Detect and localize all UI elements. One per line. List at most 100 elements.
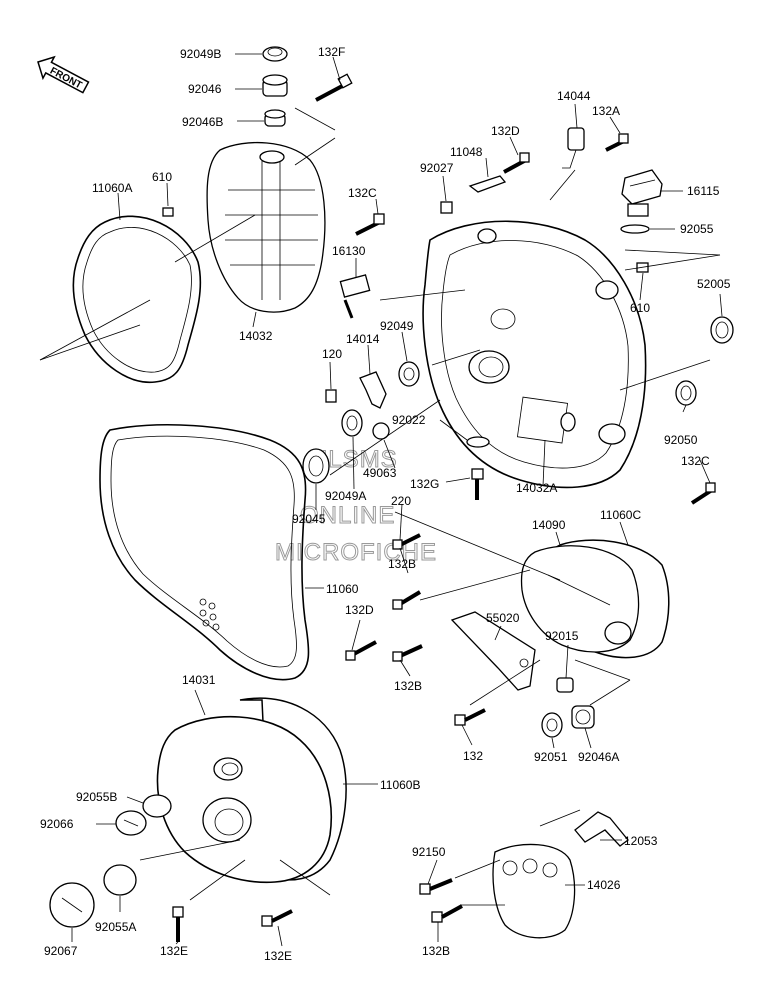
label-92055B: 92055B: [76, 790, 117, 804]
label-132E-right: 132E: [264, 949, 292, 963]
label-132C-right: 132C: [681, 454, 710, 468]
plug-92066: [115, 810, 147, 836]
gasket-11060A: [72, 215, 202, 384]
bearing-92046A: [571, 705, 595, 729]
label-132B-mid: 132B: [388, 557, 416, 571]
watermark-line-2: ONLINE: [300, 502, 395, 529]
label-132B-bottom: 132B: [422, 944, 450, 958]
label-52005: 52005: [697, 277, 731, 291]
front-arrow-icon: FRONT: [37, 55, 90, 94]
label-11060B: 11060B: [380, 778, 420, 792]
oil-seal-52005: [710, 316, 734, 344]
label-16115: 16115: [687, 184, 720, 198]
label-11060: 11060: [326, 582, 359, 596]
label-92027: 92027: [420, 161, 454, 175]
gasket-11060-holes: [199, 598, 220, 631]
clutch-cover-14032A: [422, 220, 647, 489]
label-92046B: 92046B: [182, 115, 223, 129]
label-92066: 92066: [40, 817, 74, 831]
washer-92022: [466, 436, 490, 448]
bolt-132: [454, 708, 486, 726]
label-49063: 49063: [363, 466, 397, 480]
label-92046A: 92046A: [578, 750, 619, 764]
seal-49063: [372, 422, 390, 440]
gasket-11060B: [239, 697, 347, 881]
o-ring-92055B: [142, 794, 172, 818]
bolt-220: [392, 533, 421, 550]
label-14032: 14032: [239, 329, 273, 343]
plug-16130: [339, 274, 371, 319]
label-92055: 92055: [680, 222, 714, 236]
label-12053: 12053: [624, 834, 658, 848]
label-610-right: 610: [630, 301, 650, 315]
label-14014: 14014: [346, 332, 380, 346]
label-92049: 92049: [380, 319, 414, 333]
bolt-120: [325, 389, 337, 403]
bolt-132E-left: [172, 906, 184, 942]
label-132D-top: 132D: [491, 124, 520, 138]
generator-cover-14031: [156, 715, 333, 884]
label-92015: 92015: [545, 629, 579, 643]
label-132B-lower: 132B: [394, 679, 422, 693]
label-92045: 92045: [292, 512, 326, 526]
lever-14014: [359, 371, 387, 409]
bolt-132A: [605, 133, 629, 152]
bearing-92045: [302, 448, 330, 484]
bearing-92046B: [264, 109, 286, 127]
label-14090: 14090: [532, 518, 566, 532]
bolt-132B-mid: [392, 590, 422, 610]
label-14032A: 14032A: [516, 481, 557, 495]
clip-11048: [468, 175, 507, 193]
label-92049B: 92049B: [180, 47, 221, 61]
o-ring-92055: [620, 224, 650, 234]
bolt-132F: [315, 73, 353, 102]
bracket-55020: [450, 611, 536, 691]
gasket-11060: [99, 424, 310, 681]
label-92067: 92067: [44, 944, 78, 958]
bolt-132B-bottom: [431, 904, 463, 923]
label-16130: 16130: [332, 244, 366, 258]
bearing-92049: [398, 361, 420, 387]
bolt-92150: [419, 878, 453, 895]
bolt-132B-lower: [392, 644, 423, 662]
label-11060C: 11060C: [600, 508, 641, 522]
cover-14090: [520, 545, 640, 653]
label-132G: 132G: [410, 477, 439, 491]
label-92046: 92046: [188, 82, 222, 96]
label-132F: 132F: [318, 45, 345, 59]
label-92050: 92050: [664, 433, 698, 447]
label-132C-top: 132C: [348, 186, 377, 200]
collar-92027: [440, 201, 453, 214]
lever-12053: [574, 811, 629, 847]
label-132D-mid: 132D: [345, 603, 374, 617]
label-92022: 92022: [392, 413, 426, 427]
label-132E-left: 132E: [160, 944, 188, 958]
label-14026: 14026: [587, 878, 621, 892]
label-132A: 132A: [592, 104, 620, 118]
bolt-132C-right: [690, 482, 716, 505]
label-92051: 92051: [534, 750, 568, 764]
seal-92051: [541, 712, 563, 738]
dowel-pin-610-left: [162, 207, 174, 217]
label-92150: 92150: [412, 845, 446, 859]
bearing-92046: [262, 74, 288, 97]
bolt-132C-top: [355, 213, 385, 236]
label-220: 220: [391, 494, 411, 508]
label-14031: 14031: [182, 673, 216, 687]
collar-92015: [556, 677, 574, 693]
label-120: 120: [322, 347, 342, 361]
label-14044: 14044: [557, 89, 591, 103]
bolt-132G: [471, 468, 484, 500]
label-92049A: 92049A: [325, 489, 366, 503]
bolt-132D-mid: [345, 640, 377, 661]
oil-filler-cap-16115: [621, 169, 663, 217]
guard-14026: [492, 843, 576, 939]
label-132: 132: [463, 749, 483, 763]
watermark: HLSMS ONLINE MICROFICHE: [275, 446, 437, 567]
oil-seal-92050: [675, 380, 697, 406]
plug-92067: [49, 882, 95, 928]
bolt-132E-right: [261, 909, 293, 927]
bearing-92049A: [341, 409, 363, 437]
bracket-14044: [562, 127, 585, 169]
